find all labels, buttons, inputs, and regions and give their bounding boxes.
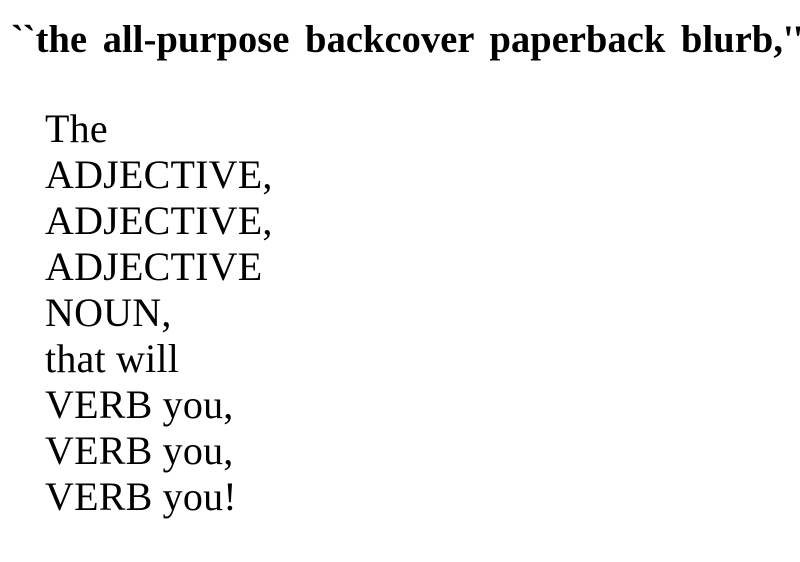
verse-line: ADJECTIVE, (45, 198, 273, 243)
title-trailing-comma: , (773, 18, 784, 61)
page-title: ``the all-purpose backcover paperback bl… (11, 18, 800, 62)
close-double-quote: '' (783, 18, 800, 61)
verse-line: The (45, 106, 108, 151)
verse-line: ADJECTIVE, (45, 152, 273, 197)
verse-block: The ADJECTIVE, ADJECTIVE, ADJECTIVE NOUN… (45, 106, 273, 520)
open-double-quote: `` (11, 18, 36, 61)
verse-line: VERB you! (45, 474, 237, 519)
verse-line: that will (45, 336, 180, 381)
page-title-text: the all-purpose backcover paperback blur… (35, 18, 774, 61)
verse-line: VERB you, (45, 428, 234, 473)
verse-line: NOUN, (45, 290, 172, 335)
verse-line: VERB you, (45, 382, 234, 427)
verse-line: ADJECTIVE (45, 244, 263, 289)
